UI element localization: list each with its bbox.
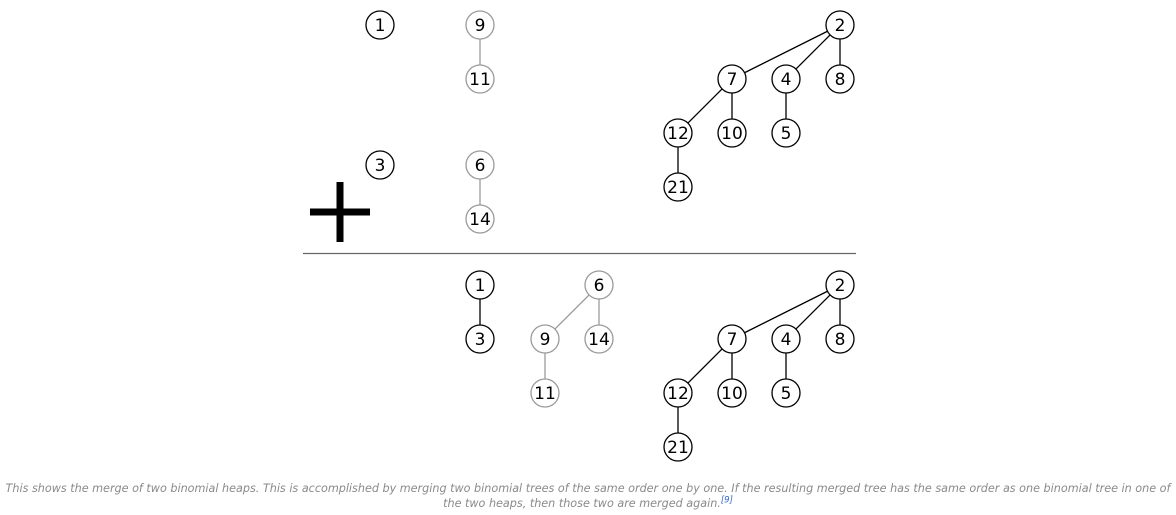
result-tree-order1-node-1 [465, 324, 495, 354]
result-tree-order3-node-6 [771, 378, 801, 408]
heap1-tree-order3-node-6 [771, 118, 801, 148]
result-tree-order3-node-4 [663, 378, 693, 408]
result-tree-order3-key-1: 7 [727, 330, 738, 350]
heap1-tree-order1-node-1 [465, 64, 495, 94]
heap2-tree-order0-key-0: 3 [375, 156, 386, 176]
result-tree-order3-key-2: 4 [781, 330, 792, 350]
result-tree-order2-node-3 [530, 378, 560, 408]
heap1-tree-order3-edge-1 [795, 34, 831, 70]
result-tree-order3-edge-3 [687, 348, 723, 384]
result-tree-order3-node-5 [717, 378, 747, 408]
heap1-tree-order3-node-2 [771, 64, 801, 94]
result-tree-order2-key-0: 6 [594, 276, 605, 296]
heap1-tree-order3-node-7 [663, 172, 693, 202]
result-tree-order2-key-2: 14 [588, 330, 610, 350]
heap1-tree-order3-key-5: 10 [721, 124, 743, 144]
result-tree-order2-node-2 [584, 324, 614, 354]
heap2-tree-order0-node-0 [365, 150, 395, 180]
result-tree-order1-key-0: 1 [475, 276, 486, 296]
result-tree-order3-key-4: 12 [667, 384, 689, 404]
result-tree-order2-node-1 [530, 324, 560, 354]
heap2-tree-order1-key-1: 14 [469, 210, 491, 230]
result-tree-order3-node-2 [771, 324, 801, 354]
heap1-tree-order3-node-1 [717, 64, 747, 94]
result-tree-order3-node-7 [663, 432, 693, 462]
heap1-tree-order1-key-0: 9 [475, 16, 486, 36]
heap1-tree-order3-node-5 [717, 118, 747, 148]
heap1-tree-order3-edge-0 [744, 30, 828, 74]
heap1-tree-order3-edge-3 [687, 88, 723, 124]
result-tree-order3-edge-0 [744, 290, 828, 334]
heap2-tree-order1-node-1 [465, 204, 495, 234]
heap1-tree-order3-node-0 [825, 10, 855, 40]
citation-link[interactable]: [9] [720, 495, 733, 506]
heap2-tree-order1-node-0 [465, 150, 495, 180]
heap1-tree-order0-node-0 [365, 10, 395, 40]
heap1-tree-order0-key-0: 1 [375, 16, 386, 36]
heap1-tree-order3-key-0: 2 [835, 16, 846, 36]
heap1-tree-order1-node-0 [465, 10, 495, 40]
heap1-tree-order3-key-6: 5 [781, 124, 792, 144]
heap1-tree-order3-key-2: 4 [781, 70, 792, 90]
plus-sign-vertical [336, 182, 344, 242]
binomial-heap-merge-diagram: 1 9 11 2 7 4 8 12 10 5 21 3 6 14 1 3 6 9 14 11 2 7 4 8 12 10 5 21 [303, 10, 856, 462]
result-tree-order1-key-1: 3 [475, 330, 486, 350]
result-tree-order3-key-0: 2 [835, 276, 846, 296]
result-tree-order2-node-0 [584, 270, 614, 300]
result-tree-order3-node-3 [825, 324, 855, 354]
result-tree-order3-key-5: 10 [721, 384, 743, 404]
heap1-tree-order3-key-7: 21 [667, 178, 689, 198]
result-tree-order3-node-0 [825, 270, 855, 300]
result-tree-order3-key-6: 5 [781, 384, 792, 404]
figure-caption: This shows the merge of two binomial hea… [0, 481, 1176, 511]
result-tree-order3-key-3: 8 [835, 330, 846, 350]
result-tree-order2-edge-0 [554, 294, 590, 330]
result-tree-order2-key-1: 9 [540, 330, 551, 350]
result-tree-order3-node-1 [717, 324, 747, 354]
heap1-tree-order3-key-4: 12 [667, 124, 689, 144]
result-tree-order3-key-7: 21 [667, 438, 689, 458]
heap1-tree-order1-key-1: 11 [469, 70, 491, 90]
heap1-tree-order3-node-4 [663, 118, 693, 148]
result-tree-order1-node-0 [465, 270, 495, 300]
heap1-tree-order3-key-3: 8 [835, 70, 846, 90]
heap1-tree-order3-key-1: 7 [727, 70, 738, 90]
heap2-tree-order1-key-0: 6 [475, 156, 486, 176]
result-tree-order3-edge-1 [795, 294, 831, 330]
caption-text: This shows the merge of two binomial hea… [5, 482, 1171, 510]
heap1-tree-order3-node-3 [825, 64, 855, 94]
result-tree-order2-key-3: 11 [534, 384, 556, 404]
